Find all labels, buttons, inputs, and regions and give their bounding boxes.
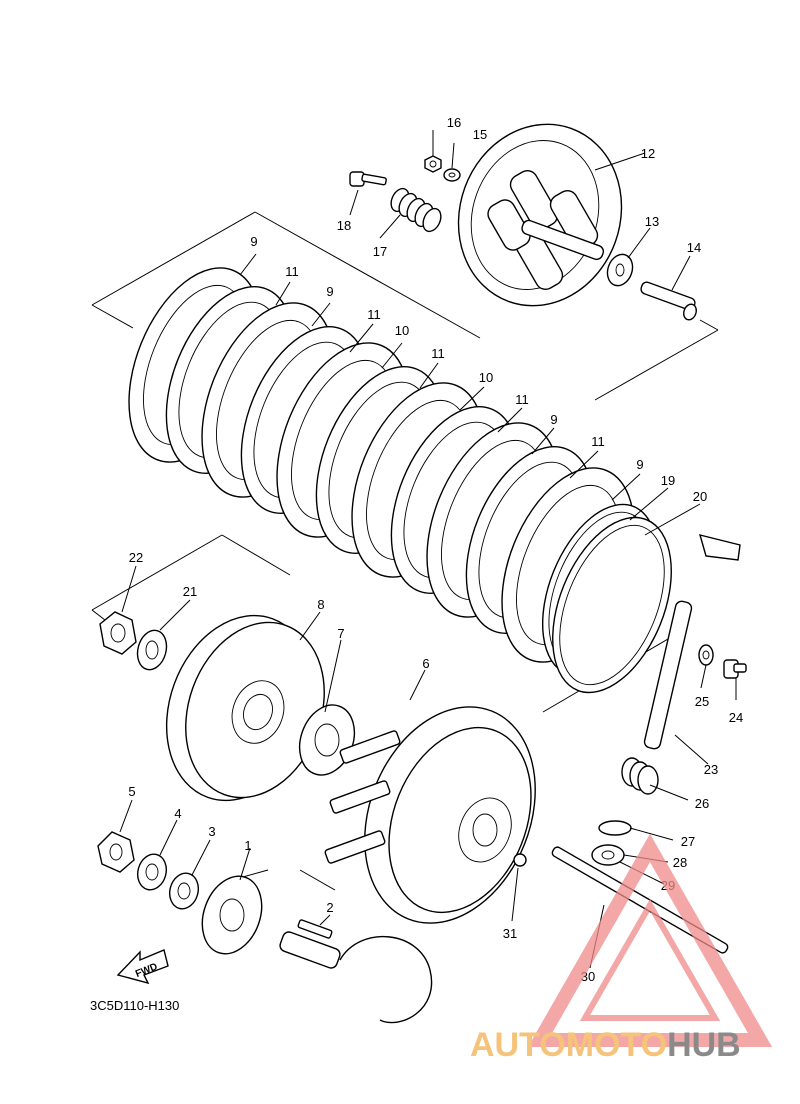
callout-17: 17 (373, 244, 387, 259)
callout-12: 12 (641, 146, 655, 161)
seat-plate-20 (552, 516, 672, 694)
push-rod-30 (551, 846, 729, 954)
washer-15 (443, 168, 461, 182)
lock-washer-21 (136, 629, 168, 671)
callout-22: 22 (129, 550, 143, 565)
key-2 (297, 919, 333, 939)
callout-15: 15 (473, 127, 487, 142)
fwd-arrow-icon: FWD (116, 949, 169, 985)
callout-11b: 11 (367, 307, 381, 322)
callout-6: 6 (422, 656, 429, 671)
callout-21: 21 (183, 584, 197, 599)
callout-11d: 11 (515, 392, 529, 407)
callout-31: 31 (503, 926, 517, 941)
callout-26: 26 (695, 796, 709, 811)
nut-22 (99, 611, 137, 655)
callout-8: 8 (317, 597, 324, 612)
watermark-logo (527, 833, 773, 1047)
callout-9c: 9 (550, 412, 557, 427)
lock-washer-3 (168, 872, 200, 910)
circlip-27 (598, 820, 632, 836)
callout-7: 7 (337, 626, 344, 641)
assembly-outline-upper (91, 211, 719, 401)
callout-27: 27 (681, 834, 695, 849)
callout-28: 28 (673, 855, 687, 870)
spring-17 (390, 187, 442, 233)
callout-11a: 11 (285, 264, 299, 279)
callout-10a: 10 (395, 323, 409, 338)
callout-9d: 9 (636, 457, 643, 472)
diagram-code: 3C5D110-H130 (90, 998, 179, 1013)
primary-drive-gear-1 (201, 875, 263, 955)
callout-4: 4 (174, 806, 181, 821)
crankshaft (279, 931, 433, 1024)
bolt-24 (723, 659, 747, 679)
thrust-washer-7 (298, 704, 356, 776)
clutch-boss-8 (165, 614, 325, 802)
callout-3: 3 (208, 824, 215, 839)
pressure-plate (457, 123, 623, 307)
bearing-28 (591, 844, 625, 866)
callout-1: 1 (244, 838, 251, 853)
callout-18: 18 (337, 218, 351, 233)
callout-13: 13 (645, 214, 659, 229)
callout-24: 24 (729, 710, 743, 725)
callout-14: 14 (687, 240, 701, 255)
nut-16 (424, 155, 442, 173)
callout-16: 16 (447, 115, 461, 130)
leader-lines (119, 130, 737, 969)
callout-5: 5 (128, 784, 135, 799)
callout-2: 2 (326, 900, 333, 915)
callouts: 1 2 3 4 5 6 7 8 9 9 9 9 10 10 11 11 11 1… (128, 115, 743, 984)
spring-26 (621, 757, 659, 795)
callout-9a: 9 (250, 234, 257, 249)
callout-25: 25 (695, 694, 709, 709)
nut-5 (97, 831, 135, 873)
callout-9b: 9 (326, 284, 333, 299)
plate-washer-4 (136, 853, 168, 891)
callout-20: 20 (693, 489, 707, 504)
bearing-13 (606, 253, 634, 287)
ball-31 (513, 853, 527, 867)
watermark-text: AUTOMOTOHUB (470, 1026, 741, 1064)
callout-19: 19 (661, 473, 675, 488)
washer-25 (698, 644, 714, 666)
bolt-18 (349, 171, 387, 187)
push-lever-shaft-23 (643, 534, 741, 750)
push-rod-14 (640, 281, 697, 321)
callout-11e: 11 (591, 434, 605, 449)
callout-10b: 10 (479, 370, 493, 385)
clutch-housing-6 (324, 706, 536, 924)
callout-11c: 11 (431, 346, 445, 361)
assembly-outline-lower (91, 534, 681, 891)
callout-23: 23 (704, 762, 718, 777)
